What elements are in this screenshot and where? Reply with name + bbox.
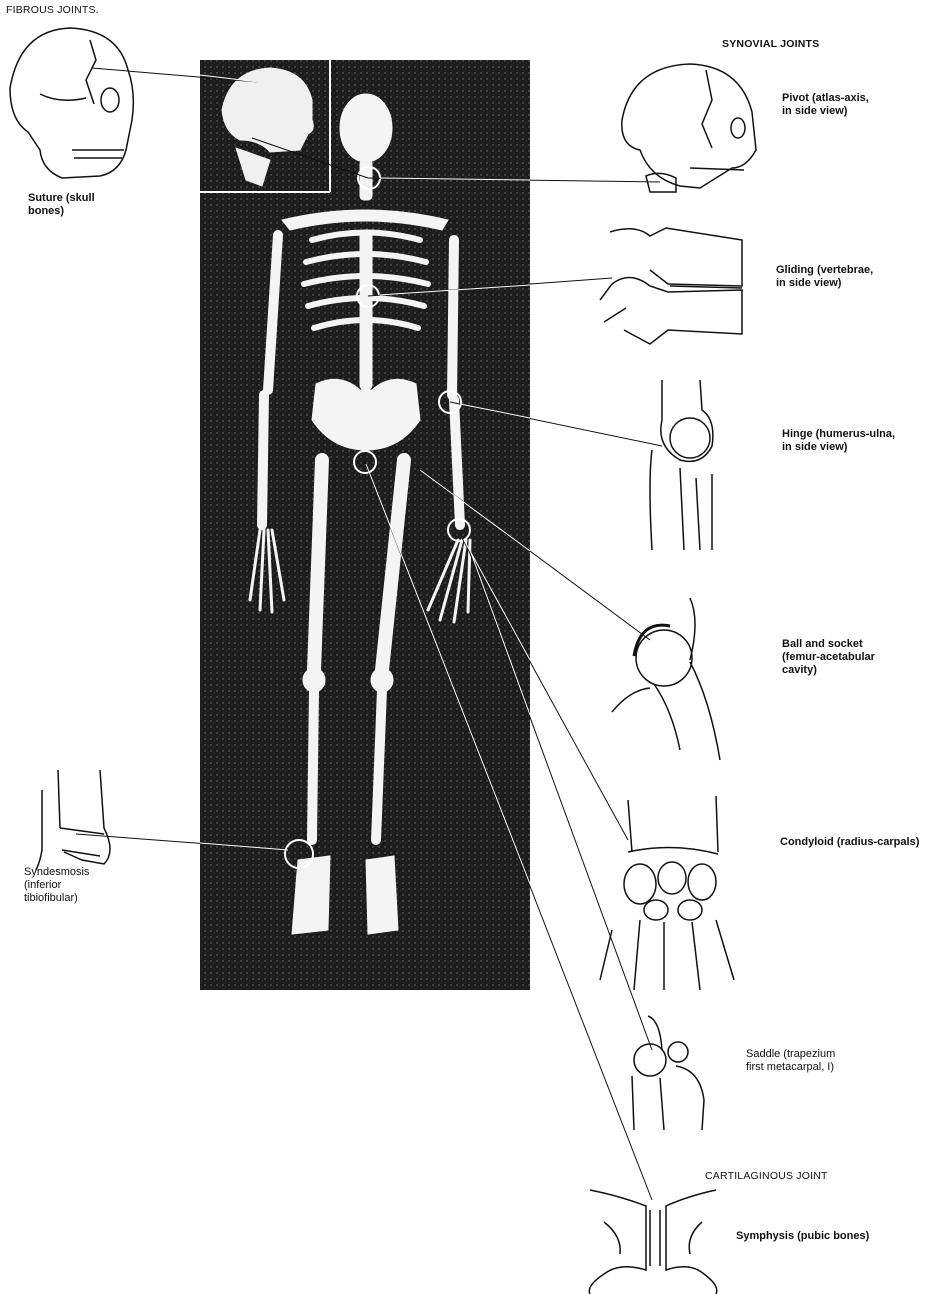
pivot-skull-drawing	[622, 64, 756, 192]
hinge-elbow-drawing	[650, 380, 713, 550]
fibrous-heading: FIBROUS JOINTS.	[6, 4, 99, 16]
gliding-vertebrae-drawing	[600, 228, 742, 344]
hinge-label: Hinge (humerus-ulna, in side view)	[782, 428, 895, 454]
skull-front-drawing	[10, 28, 133, 178]
saddle-thumb-drawing	[632, 1016, 704, 1130]
condyloid-label: Condyloid (radius-carpals)	[780, 836, 919, 849]
symphysis-drawing	[589, 1190, 717, 1294]
suture-label: Suture (skull bones)	[28, 192, 95, 218]
cartilaginous-heading: CARTILAGINOUS JOINT	[705, 1170, 828, 1182]
pivot-label: Pivot (atlas-axis, in side view)	[782, 92, 869, 118]
saddle-label: Saddle (trapezium first metacarpal, I)	[746, 1048, 835, 1074]
syndesmosis-label: Syndesmosis (inferior tibiofibular)	[24, 866, 89, 905]
tibiofibular-drawing	[36, 770, 110, 870]
synovial-heading: SYNOVIAL JOINTS	[722, 38, 819, 50]
ball-socket-label: Ball and socket (femur-acetabular cavity…	[782, 638, 875, 677]
symphysis-label: Symphysis (pubic bones)	[736, 1230, 869, 1243]
ball-socket-drawing	[612, 598, 720, 760]
gliding-label: Gliding (vertebrae, in side view)	[776, 264, 873, 290]
